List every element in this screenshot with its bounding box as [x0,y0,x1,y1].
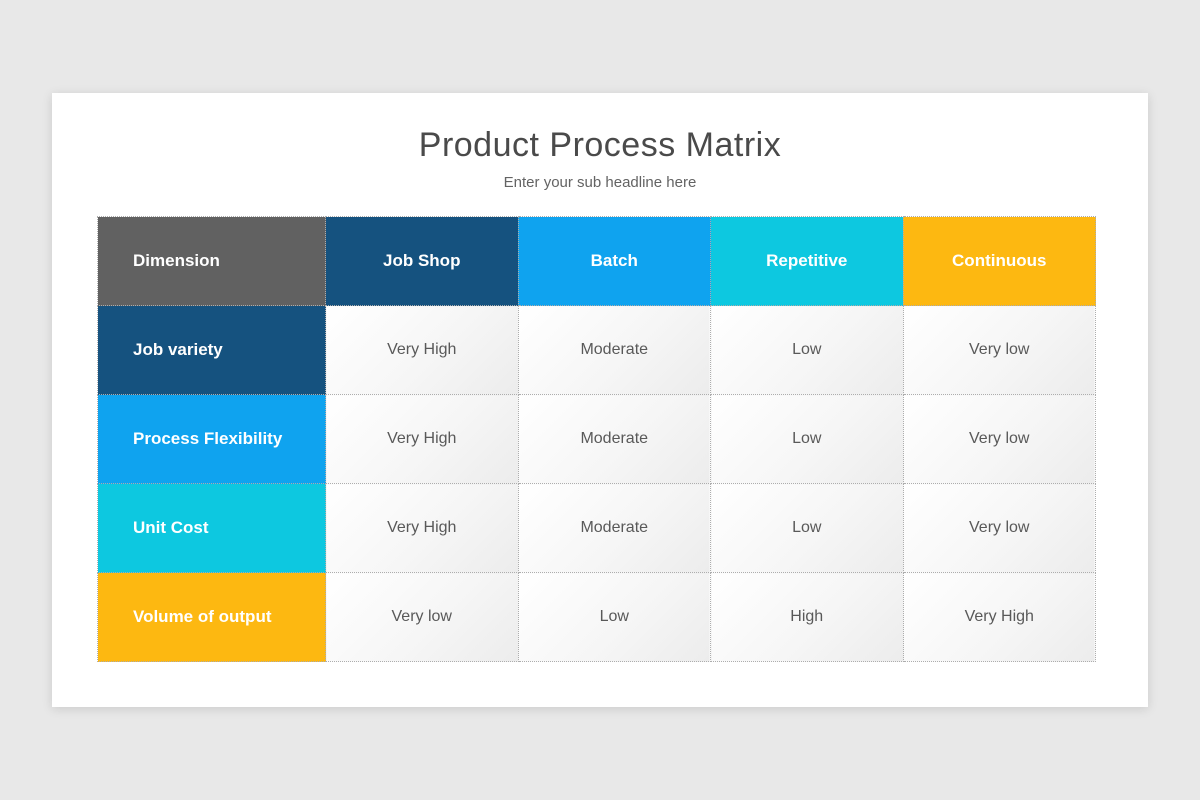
cell-unit-cost-repetitive: Low [710,483,904,573]
cell-job-variety-job-shop: Very High [325,305,519,395]
column-header-job-shop: Job Shop [325,216,519,306]
cell-unit-cost-continuous: Very low [902,483,1096,573]
product-process-matrix-table: Dimension Job Shop Batch Repetitive Cont… [97,216,1096,662]
row-header-volume-of-output: Volume of output [97,572,326,662]
cell-volume-of-output-job-shop: Very low [325,572,519,662]
cell-job-variety-repetitive: Low [710,305,904,395]
cell-unit-cost-job-shop: Very High [325,483,519,573]
cell-process-flexibility-repetitive: Low [710,394,904,484]
cell-volume-of-output-batch: Low [517,572,711,662]
column-header-batch: Batch [517,216,711,306]
column-header-continuous: Continuous [902,216,1096,306]
cell-job-variety-batch: Moderate [517,305,711,395]
row-header-job-variety: Job variety [97,305,326,395]
cell-volume-of-output-continuous: Very High [902,572,1096,662]
page-subtitle: Enter your sub headline here [503,174,697,191]
table-row-job-variety: Job variety Very High Moderate Low Very … [97,305,1096,395]
cell-process-flexibility-continuous: Very low [902,394,1096,484]
row-header-unit-cost: Unit Cost [97,483,326,573]
cell-process-flexibility-batch: Moderate [517,394,711,484]
cell-unit-cost-batch: Moderate [517,483,711,573]
cell-process-flexibility-job-shop: Very High [325,394,519,484]
table-row-volume-of-output: Volume of output Very low Low High Very … [97,572,1096,662]
table-row-unit-cost: Unit Cost Very High Moderate Low Very lo… [97,483,1096,573]
column-header-dimension: Dimension [97,216,326,306]
table-row-process-flexibility: Process Flexibility Very High Moderate L… [97,394,1096,484]
column-header-repetitive: Repetitive [710,216,904,306]
table-header-row: Dimension Job Shop Batch Repetitive Cont… [97,216,1096,306]
page-title: Product Process Matrix [418,126,782,164]
cell-volume-of-output-repetitive: High [710,572,904,662]
slide-card: Product Process Matrix Enter your sub he… [52,93,1148,707]
cell-job-variety-continuous: Very low [902,305,1096,395]
row-header-process-flexibility: Process Flexibility [97,394,326,484]
